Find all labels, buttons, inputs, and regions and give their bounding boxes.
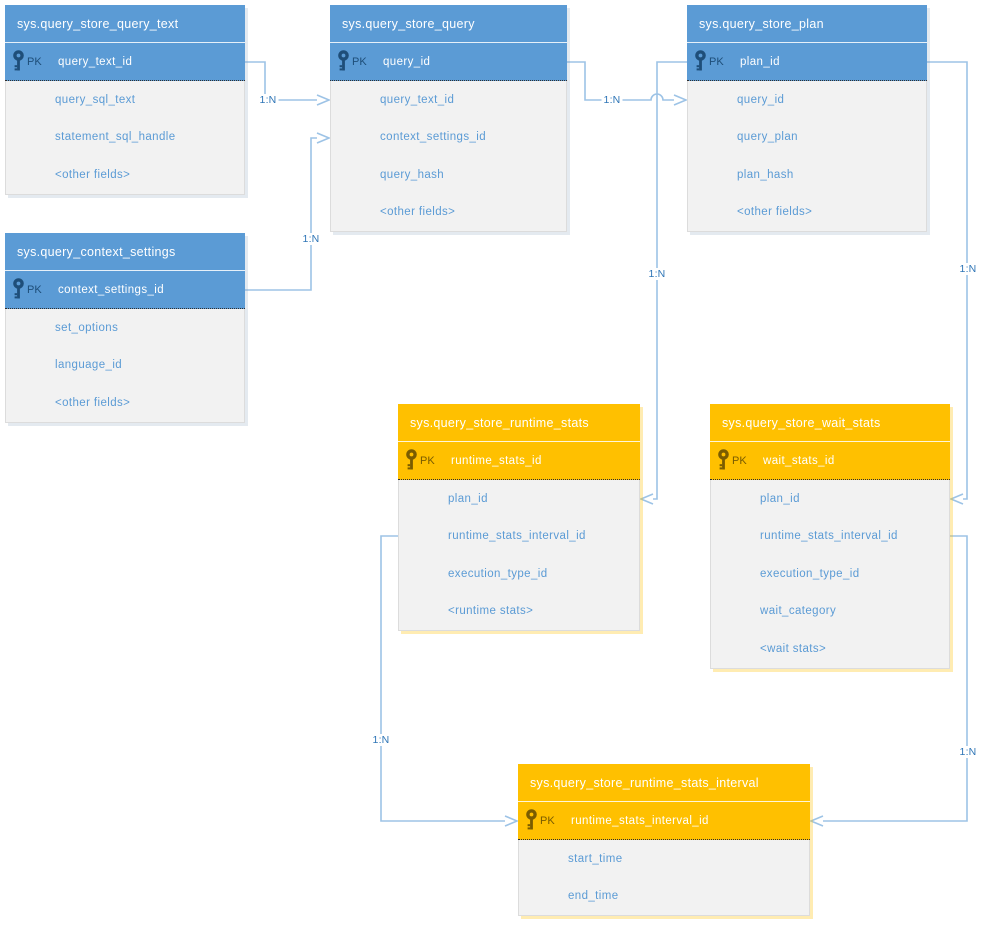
field-row: query_hash (380, 168, 445, 181)
field-row: plan_hash (737, 168, 794, 181)
pk-row: PK runtime_stats_id (398, 442, 640, 480)
field-row: <runtime stats> (448, 605, 534, 618)
field-row: language_id (55, 359, 123, 372)
relationship-label: 1:N (957, 263, 979, 275)
field-row: <other fields> (55, 168, 131, 181)
table-query-store-query-text: sys.query_store_query_text PK query_text… (5, 5, 245, 195)
relationship-label: 1:N (646, 268, 668, 280)
pk-tag: PK (709, 55, 724, 68)
pk-field-name: runtime_stats_interval_id (571, 814, 709, 827)
pk-field-name: wait_stats_id (763, 454, 835, 467)
relationship-label: 1:N (370, 734, 392, 746)
field-row: runtime_stats_interval_id (760, 530, 898, 543)
field-row: <other fields> (55, 396, 131, 409)
pk-tag: PK (732, 454, 747, 467)
arrow-right-icon (316, 94, 332, 106)
field-list: query_id query_plan plan_hash <other fie… (687, 81, 927, 232)
field-row: query_id (737, 93, 785, 106)
relationship-label: 1:N (957, 746, 979, 758)
arrow-right-icon (673, 94, 689, 106)
table-title: sys.query_store_runtime_stats (398, 404, 640, 442)
table-query-store-query: sys.query_store_query PK query_id query_… (330, 5, 567, 232)
arrow-right-icon (316, 132, 332, 144)
pk-field-name: plan_id (740, 55, 780, 68)
pk-row: PK plan_id (687, 43, 927, 81)
field-list: start_time end_time (518, 840, 810, 916)
field-list: plan_id runtime_stats_interval_id execut… (398, 480, 640, 631)
table-title: sys.query_store_wait_stats (710, 404, 950, 442)
field-list: query_text_id context_settings_id query_… (330, 81, 567, 232)
field-list: set_options language_id <other fields> (5, 309, 245, 423)
field-row: execution_type_id (448, 567, 548, 580)
field-list: query_sql_text statement_sql_handle <oth… (5, 81, 245, 195)
key-icon (718, 449, 729, 472)
field-row: end_time (568, 890, 619, 903)
key-icon (695, 50, 706, 73)
pk-tag: PK (27, 283, 42, 296)
relationship-label: 1:N (300, 233, 322, 245)
field-row: context_settings_id (380, 131, 487, 144)
table-query-store-runtime-stats: sys.query_store_runtime_stats PK runtime… (398, 404, 640, 631)
pk-field-name: context_settings_id (58, 283, 165, 296)
arrow-left-icon (948, 493, 964, 505)
field-row: query_plan (737, 131, 798, 144)
table-title: sys.query_store_plan (687, 5, 927, 43)
field-row: <wait stats> (760, 642, 827, 655)
field-row: query_text_id (380, 93, 455, 106)
table-query-store-runtime-stats-interval: sys.query_store_runtime_stats_interval P… (518, 764, 810, 916)
pk-field-name: runtime_stats_id (451, 454, 542, 467)
pk-row: PK runtime_stats_interval_id (518, 802, 810, 840)
pk-field-name: query_text_id (58, 55, 133, 68)
relationship-label: 1:N (257, 94, 279, 106)
connector-querytext-to-query (245, 61, 317, 101)
table-title: sys.query_context_settings (5, 233, 245, 271)
field-row: statement_sql_handle (55, 131, 176, 144)
key-icon (13, 278, 24, 301)
arrow-left-icon (808, 815, 824, 827)
key-icon (338, 50, 349, 73)
pk-row: PK query_text_id (5, 43, 245, 81)
table-title: sys.query_store_query_text (5, 5, 245, 43)
table-query-store-plan: sys.query_store_plan PK plan_id query_id… (687, 5, 927, 232)
table-title: sys.query_store_runtime_stats_interval (518, 764, 810, 802)
field-row: query_sql_text (55, 93, 136, 106)
field-row: start_time (568, 852, 623, 865)
field-row: wait_category (760, 605, 837, 618)
field-row: plan_id (448, 492, 488, 505)
field-row: runtime_stats_interval_id (448, 530, 586, 543)
pk-row: PK query_id (330, 43, 567, 81)
connector-contextsettings-to-query (245, 137, 317, 291)
pk-field-name: query_id (383, 55, 431, 68)
key-icon (526, 809, 537, 832)
arrow-right-icon (504, 815, 520, 827)
connector-plan-to-runtimestats (653, 61, 687, 500)
arrow-left-icon (638, 493, 654, 505)
field-row: execution_type_id (760, 567, 860, 580)
pk-row: PK context_settings_id (5, 271, 245, 309)
pk-tag: PK (540, 814, 555, 827)
table-query-store-wait-stats: sys.query_store_wait_stats PK wait_stats… (710, 404, 950, 669)
key-icon (406, 449, 417, 472)
key-icon (13, 50, 24, 73)
table-query-context-settings: sys.query_context_settings PK context_se… (5, 233, 245, 423)
field-row: set_options (55, 321, 119, 334)
pk-tag: PK (420, 454, 435, 467)
field-row: <other fields> (380, 206, 456, 219)
field-row: plan_id (760, 492, 800, 505)
pk-tag: PK (352, 55, 367, 68)
relationship-label: 1:N (601, 94, 623, 106)
field-list: plan_id runtime_stats_interval_id execut… (710, 480, 950, 669)
pk-row: PK wait_stats_id (710, 442, 950, 480)
pk-tag: PK (27, 55, 42, 68)
table-title: sys.query_store_query (330, 5, 567, 43)
field-row: <other fields> (737, 206, 813, 219)
